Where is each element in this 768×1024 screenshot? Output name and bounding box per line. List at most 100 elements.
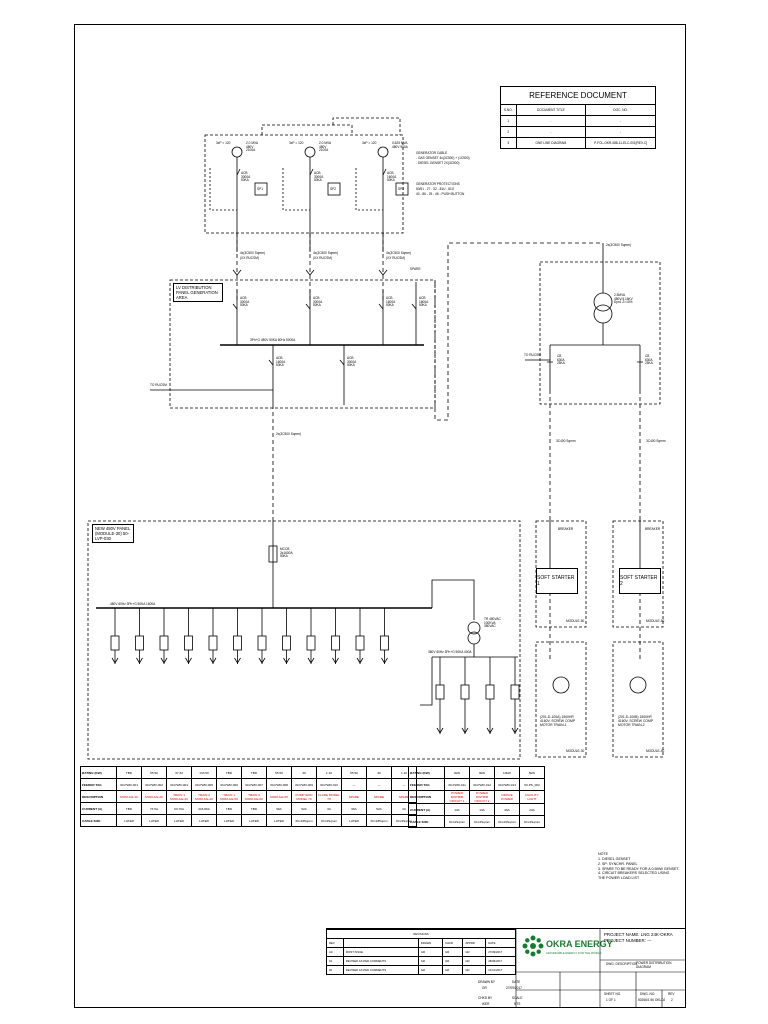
prot-title: GENERATOR PROTECTIONS [416,182,460,186]
generator-1-symbol [231,146,243,158]
sp1-box [254,182,268,196]
feeder-breaker [208,635,218,651]
schedule-cell: TRAIN 2 MODULE-60 [241,790,267,803]
revision-row: 01 REVISED AS PER COMMENTS GR GR GR 28/0… [326,956,516,966]
rev-cell: 28/09/2017 [485,956,516,966]
schedule-cell: 3Cx10Sqmm [494,815,520,828]
mccb-label: MCCB 3x1600A 50KA [280,547,293,559]
transformer-frame [539,261,661,405]
note-item: 1. DIESEL GENSET [598,856,631,861]
bus-380 [432,644,518,658]
xfmr-label: 2.5MVA 480V/4.16KV Dyn1 Z=10% [614,293,633,305]
cable-title: GENERATOR CABLE [416,151,448,155]
schedule-cell: 30-PWR-004 [166,778,192,791]
rev-cell: FIRST ISSUE [342,947,419,957]
schedule-cell: 3Cx4Sqmm [316,814,342,827]
schedule-cell: 30-PWR-001 [116,778,142,791]
feeder-breaker [159,635,169,651]
soft-starter-2-frame [612,520,664,628]
rev-cell: A0 [326,947,344,957]
feeder-breaker [355,635,365,651]
rev-cell: REVISED AS PER COMMENTS [342,956,419,966]
motor-1-label: (201-D-100A) 1500HP, 4160V, SCREW COMP M… [540,715,576,727]
lv-panel-frame [169,279,436,409]
gen1-cable-tag: 4x(3C500 Sqmm) [240,251,265,255]
feeder-breaker [282,635,291,651]
revision-row: 02 REVISED AS PER COMMENTS GR GR GR 21/1… [326,965,516,975]
schedule-cell: 55.50 [266,766,292,779]
ref-cell: ONE LINE DIAGRAM [515,137,587,149]
new-panel-frame [87,520,521,760]
sp3-box [395,182,409,196]
feeder-arrow [234,657,241,664]
rev-cell: GR [442,956,464,966]
cable-line-2: - DIESEL GENSET 2X(3C500) [416,161,460,165]
schedule-cell: 50-PS_002 [519,778,545,791]
title-block: REVISIONS REV DRAWN CHKD APPRD DATE A0 F… [326,928,686,1009]
main-feeder-label: 2x(3C500 Sqmm) [276,432,301,436]
lv-out-breakers [268,359,345,366]
module-1-label: MODULE-50 [566,619,585,623]
feeder-breaker [135,635,144,651]
schedule-cell: 13A [469,803,495,816]
feeder-breaker [233,635,242,651]
schedule-cell: TBD [216,802,242,815]
lv-panel-label: LV DISTRIBUTION PANEL GENERATION AREA [173,283,223,303]
mv-cables [549,390,641,520]
checked-label: CHKD BY [478,996,493,1000]
dwg-desc: POWER DISTRIBUTION DIAGRAM [636,961,672,969]
schedule-row-label: RATING (KW) [408,766,445,779]
schedule-cell: 13A [444,803,470,816]
schedule-cell: 30-PWR-007 [241,778,267,791]
rev-cell: 01 [326,956,344,966]
schedule-cell: 96A [341,802,367,815]
schedule-cell: TBD [216,766,242,779]
schedule-cell: --- [366,778,392,791]
sheet-label: SHEET NO. [604,992,622,996]
schedule-cell: 30-PWR-010 [316,778,342,791]
gen2-breaker: ACB 3000A 50KA [314,171,324,183]
schedule-cell: 30-PWR-008 [266,778,292,791]
revision-header-row: REV DRAWN CHKD APPRD DATE [326,938,516,948]
lv-to-rucsm-label: TO RUCSM [150,383,167,387]
rev-cell: GR [462,956,487,966]
schedule-cell: TRAIN 2 MODULE-40 [191,790,217,803]
schedule-cell: 37.33 [166,766,192,779]
schedule-cell: 30-PWR-013 [494,778,520,791]
reference-row: 3 ONE LINE DIAGRAM P-FCL-OKR-088-11-ELC-… [500,137,656,149]
rev-header [342,938,419,948]
schedule-cell: 30-PWR-005 [191,778,217,791]
bus-480-label: 480V 60Hz 3Ph+G 50KA 1600A [110,602,156,606]
gen2-cable-tag-2: (XX RUCSM) [313,256,332,260]
generator-feeders [236,157,384,252]
rev-header: CHKD [442,938,464,948]
schedule-cell: 30-PWR-009 [291,778,317,791]
aux-feed [431,579,475,620]
date-label: DATE [512,980,521,984]
schedule-cell: TBD [116,766,142,779]
revision-table: REVISIONS REV DRAWN CHKD APPRD DATE A0 F… [326,929,516,975]
gen3-pt: 3xP = 120 [362,141,377,145]
schedule-cell: LATER [191,814,217,827]
schedule-cell: TBD [241,766,267,779]
schedule-row-label: CABLE SIZE [80,814,117,827]
drawn-by-value: GR [482,986,487,990]
feeder-arrow [356,657,364,664]
date-value: 27/09/2017 [506,986,522,990]
starter-feeds [549,520,641,568]
schedule-cell: 3Cx185qmm [291,814,317,827]
rev-cell: GR [442,947,464,957]
schedule-cell: 46A [494,803,520,816]
schedule-cell: 73.5A [141,802,167,815]
checked-value: IKER [482,1002,490,1006]
schedule-cell: LATER [241,814,267,827]
feeder-arrow [461,727,469,734]
bus-380-drop [420,657,433,706]
rev-cell: GR [462,947,487,957]
schedule-cell: SPARE [366,790,392,803]
cb1-label: CB 630A 25KA [557,354,565,366]
schedule-cell: 55.50 [341,766,367,779]
